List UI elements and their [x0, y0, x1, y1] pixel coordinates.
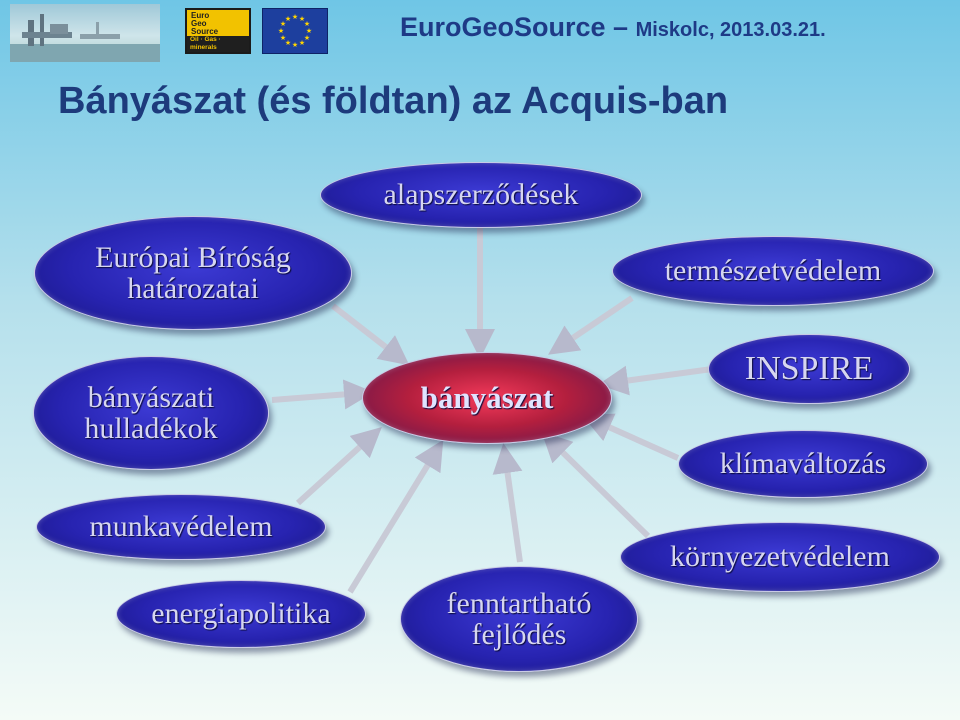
oil-platform-image: [10, 14, 160, 62]
svg-text:★: ★: [299, 15, 305, 23]
node-label: alapszerződések: [383, 178, 579, 212]
project-name: EuroGeoSource –: [400, 12, 636, 42]
node-fenntarthato-fejlodes: fenntartható fejlődés: [400, 566, 638, 672]
logo-line: Geo: [191, 19, 207, 28]
eu-flag-logo: ★★★ ★★★ ★★★ ★★★: [262, 8, 328, 54]
node-label: munkavédelem: [89, 510, 273, 544]
logo-line: Source: [191, 27, 219, 36]
eurogeosource-logo: Euro Geo Source Oil · Gas · minerals: [185, 8, 251, 54]
header-photo: [10, 4, 160, 62]
arrow-from-kornyezetvedelem: [541, 431, 651, 539]
node-label: klímaváltozás: [719, 447, 887, 481]
svg-text:★: ★: [285, 39, 291, 47]
arrow-from-inspire: [598, 365, 713, 396]
svg-text:★: ★: [292, 41, 298, 49]
node-label: környezetvédelem: [670, 540, 890, 574]
svg-text:★: ★: [280, 20, 286, 28]
svg-text:★: ★: [304, 34, 310, 42]
logo-tagline: Oil · Gas · minerals: [187, 36, 249, 52]
slide-title: Bányászat (és földtan) az Acquis-ban: [58, 80, 729, 122]
node-label: INSPIRE: [744, 350, 874, 388]
svg-text:★: ★: [280, 34, 286, 42]
node-label: fenntartható: [446, 586, 592, 620]
node-label: Európai Bíróság: [95, 240, 291, 274]
svg-text:★: ★: [285, 15, 291, 23]
svg-text:★: ★: [306, 27, 312, 35]
node-energiapolitika: energiapolitika: [116, 580, 366, 648]
node-label: bányászati: [87, 380, 215, 414]
svg-text:★: ★: [304, 20, 310, 28]
node-label: energiapolitika: [151, 597, 331, 631]
event-location-date: Miskolc, 2013.03.21.: [635, 19, 826, 41]
arrow-from-banyaszati-hulladekok: [271, 379, 374, 410]
arrow-from-europai-birosag: [331, 303, 410, 366]
node-label: határozatai: [127, 272, 259, 305]
node-munkavedelem: munkavédelem: [36, 494, 326, 560]
svg-text:★: ★: [278, 27, 284, 35]
arrow-from-energiapolitika: [347, 439, 444, 594]
node-label: fejlődés: [471, 618, 567, 651]
node-label: természetvédelem: [664, 254, 882, 288]
header-title: EuroGeoSource – Miskolc, 2013.03.21.: [400, 12, 826, 43]
node-inspire: INSPIRE: [708, 334, 910, 404]
arrow-from-munkavedelem: [295, 426, 382, 506]
node-alapszerzodesek: alapszerződések: [320, 162, 642, 228]
node-banyaszati-hulladekok: bányászati hulladékok: [33, 356, 269, 470]
node-termeszetvedelem: természetvédelem: [612, 236, 934, 306]
eu-stars-icon: ★★★ ★★★ ★★★ ★★★: [278, 13, 312, 49]
arrow-from-klimavaltozas: [582, 413, 680, 461]
node-klimavaltozas: klímaváltozás: [678, 430, 928, 498]
node-europai-birosag-hatarozatai: Európai Bíróság határozatai: [34, 216, 352, 330]
svg-text:★: ★: [299, 39, 305, 47]
arrow-from-termeszetvedelem: [548, 295, 634, 355]
svg-text:★: ★: [292, 13, 298, 21]
arrow-from-fenntarthato-fejlodes: [492, 443, 523, 563]
node-kornyezetvedelem: környezetvédelem: [620, 522, 940, 592]
logo-line: Euro: [191, 11, 210, 20]
center-label: bányászat: [420, 379, 554, 415]
node-label: hulladékok: [84, 412, 218, 445]
node-banyaszat-center: bányászat: [362, 352, 612, 444]
